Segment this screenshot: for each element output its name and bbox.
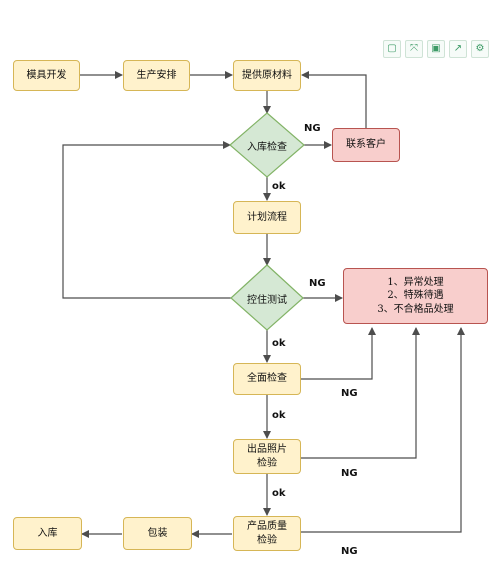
edge-label-ng-inspection: NG [304,123,321,134]
node-plan-process: 计划流程 [233,201,301,234]
edge-customer-to-material [301,71,367,128]
node-production-schedule: 生产安排 [123,60,190,91]
quality-line-2: 检验 [257,534,277,546]
diagram-toolbar: ▢ ⤧ ▣ ↗ ⚙ [383,40,489,59]
decision-label-incoming-inspection: 入库检查 [247,142,287,153]
edge-label-ng-quality: NG [341,546,358,557]
decision-incoming-inspection [229,112,305,178]
photo-line-2: 检验 [257,457,277,469]
fit-icon[interactable]: ⤧ [405,40,423,58]
handling-line-3: 3、不合格品处理 [377,303,454,315]
node-exception-handling: 1、异常处理 2、特殊待遇 3、不合格品处理 [343,268,488,324]
node-supply-material: 提供原材料 [233,60,301,91]
save-icon[interactable]: ▣ [427,40,445,58]
node-mold-development: 模具开发 [13,60,80,91]
edge-label-ng-full: NG [341,388,358,399]
edge-label-ng-photo: NG [341,468,358,479]
decision-control-test [230,264,304,331]
edge-label-ok-inspection: ok [272,181,286,192]
node-warehouse: 入库 [13,517,82,550]
edge-photo-ng [301,327,420,459]
edge-label-ok-photo: ok [272,488,286,499]
quality-line-1: 产品质量 [247,521,287,532]
decision-label-control-test: 控住测试 [247,295,287,306]
page-icon[interactable]: ▢ [383,40,401,58]
edge-label-ok-full: ok [272,410,286,421]
node-packaging: 包装 [123,517,192,550]
handling-line-2: 2、特殊待遇 [387,290,444,302]
handling-line-1: 1、异常处理 [387,276,444,288]
edge-control-loopback [62,141,232,299]
edge-label-ok-control: ok [272,338,286,349]
node-product-photo-inspection: 出品照片 检验 [233,439,301,474]
node-full-inspection: 全面检查 [233,363,301,395]
edge-quality-ng [301,327,465,533]
node-contact-customer: 联系客户 [332,128,400,162]
photo-line-1: 出品照片 [247,444,287,455]
edge-label-ng-control: NG [309,278,326,289]
export-icon[interactable]: ↗ [449,40,467,58]
settings-icon[interactable]: ⚙ [471,40,489,58]
edge-full-ng [301,327,376,380]
node-quality-inspection: 产品质量 检验 [233,516,301,551]
